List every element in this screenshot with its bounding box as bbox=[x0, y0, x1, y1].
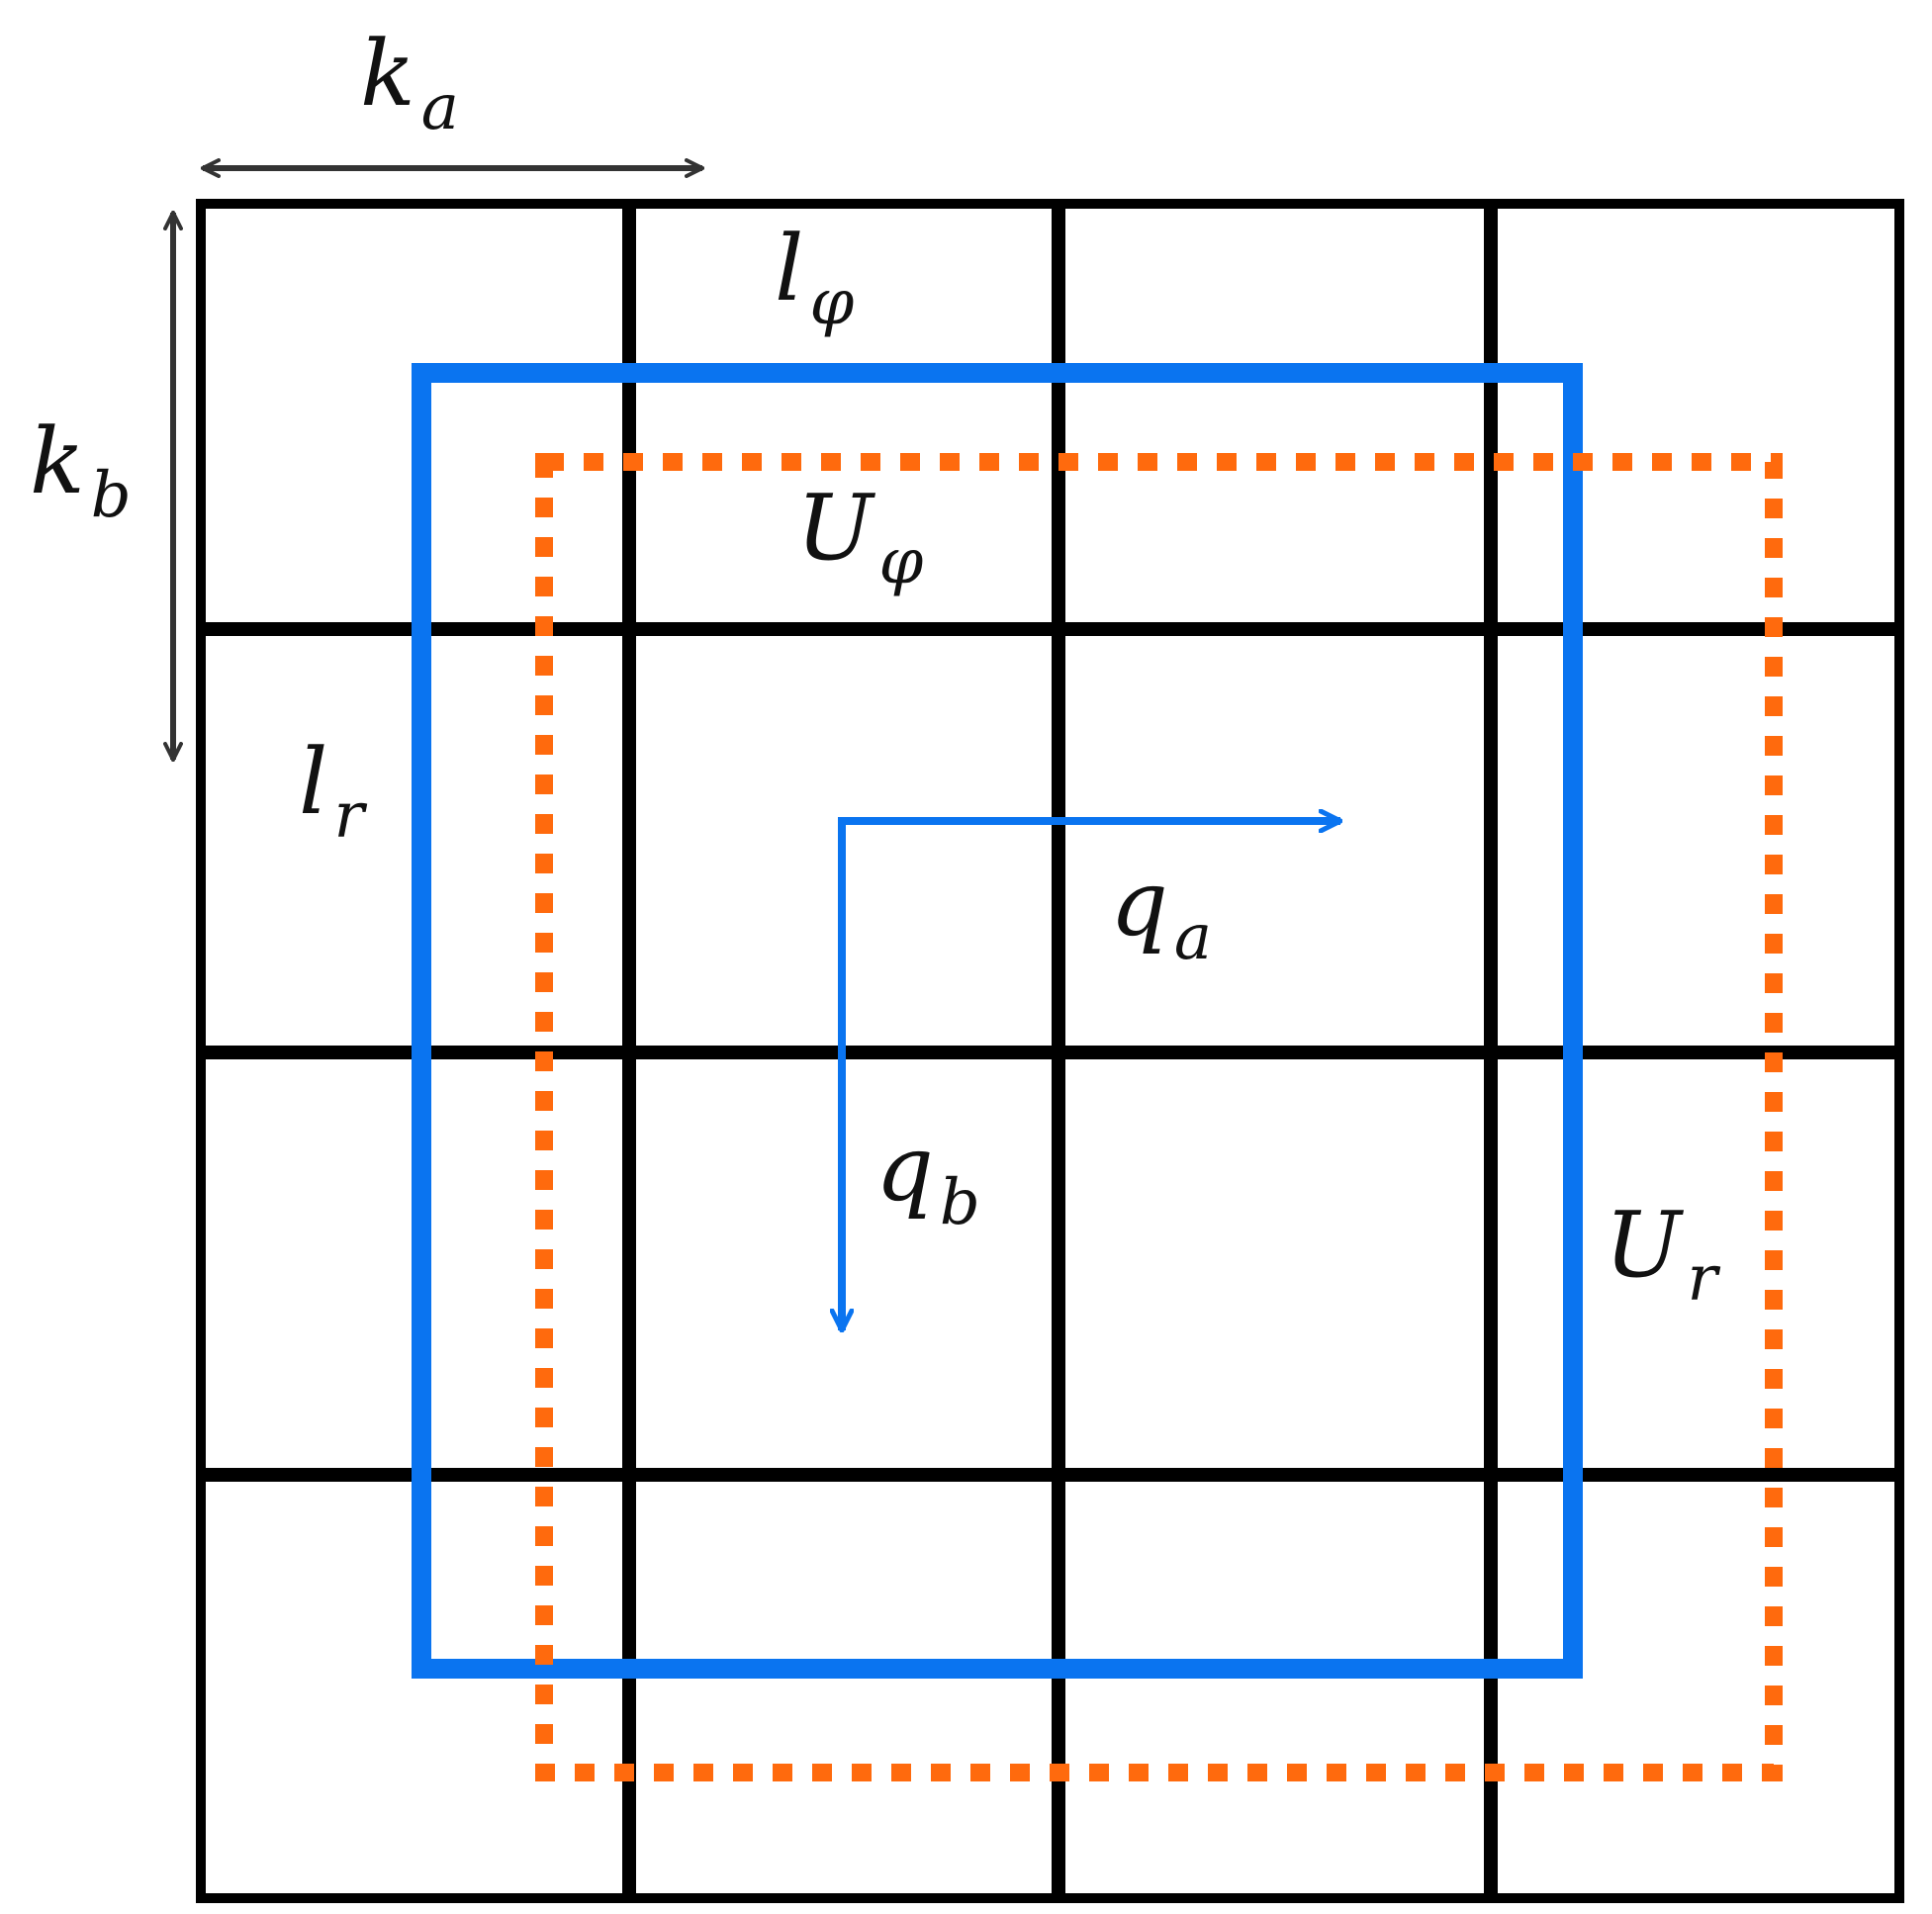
kb-label: kb bbox=[30, 409, 132, 532]
lr-label: lr bbox=[299, 729, 367, 853]
dotted-window-box bbox=[535, 453, 1783, 1781]
qb-label: qb bbox=[875, 1116, 980, 1239]
lphi-label: lφ bbox=[775, 216, 854, 339]
ka-label: ka bbox=[360, 21, 459, 144]
grid bbox=[196, 199, 1904, 1903]
uphi-label: Uφ bbox=[796, 475, 924, 598]
solid-window-box bbox=[412, 363, 1583, 1679]
qa-label: qa bbox=[1110, 851, 1212, 974]
ur-label: Ur bbox=[1605, 1192, 1721, 1316]
qa-arrow bbox=[838, 821, 1340, 1039]
